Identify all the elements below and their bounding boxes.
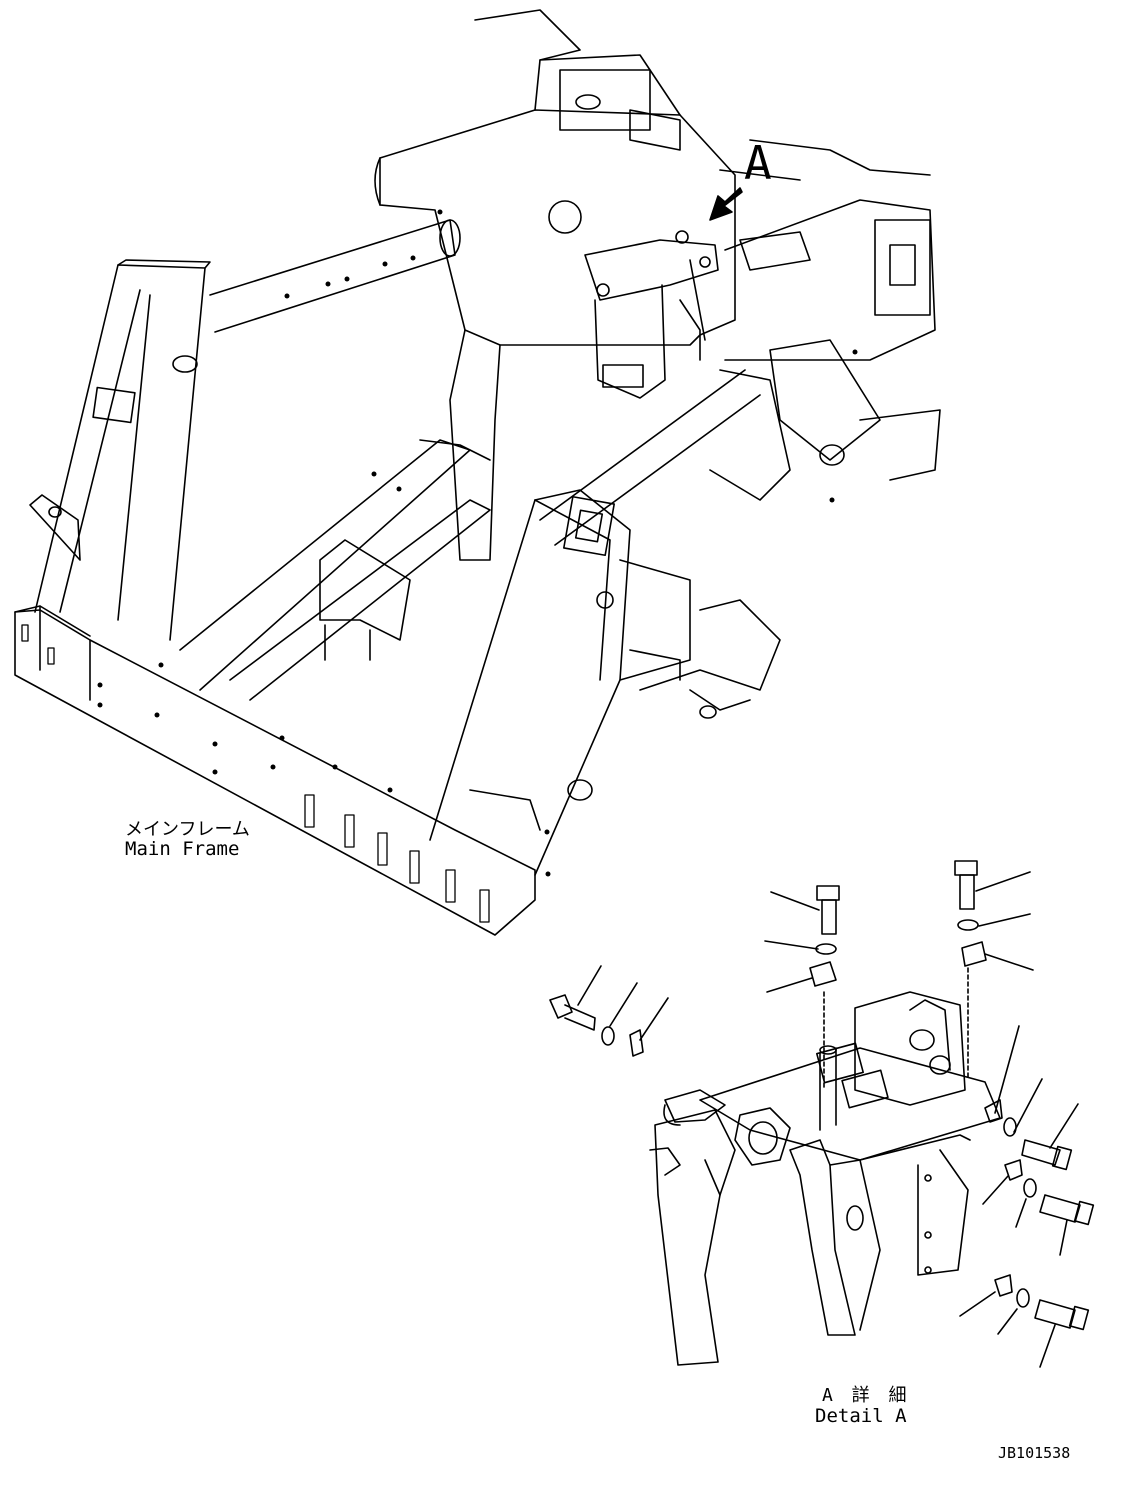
view-label-a: A xyxy=(744,136,772,190)
detail-label-en: Detail A xyxy=(815,1405,907,1427)
detail-a-drawing xyxy=(549,860,1095,1368)
bolt-washer-clamp-left xyxy=(549,965,669,1057)
main-frame-label-jp: メインフレーム xyxy=(125,819,250,840)
frame-bolt-dots xyxy=(97,209,858,877)
main-frame-label-en: Main Frame xyxy=(125,838,240,860)
valve-assembly-mainframe xyxy=(584,230,719,399)
bolt-washer-clamp-top xyxy=(764,885,840,1091)
view-arrow-a xyxy=(709,187,743,221)
front-beam-bolts xyxy=(21,624,490,923)
bolt-washer-clamp-right-side xyxy=(959,1025,1095,1368)
main-frame-drawing xyxy=(14,9,941,936)
bolt-washer-clamp-right-top xyxy=(954,860,1034,1081)
drawing-id: JB101538 xyxy=(998,1444,1071,1462)
detail-label-jp: A 詳 細 xyxy=(822,1385,911,1406)
